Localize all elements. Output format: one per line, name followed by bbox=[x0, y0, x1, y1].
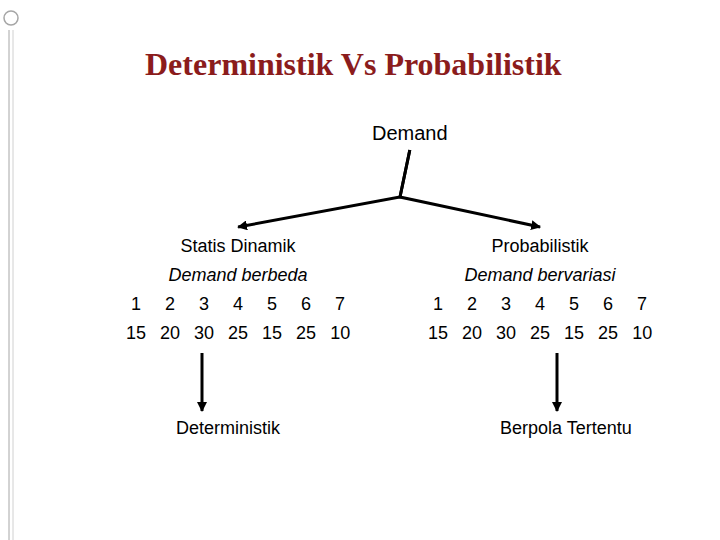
node-text: 1 2 3 4 5 6 7 bbox=[126, 290, 350, 319]
node-text: 15 20 30 25 15 25 10 bbox=[126, 319, 350, 348]
node-heading: Probabilistik bbox=[428, 232, 652, 261]
branch-node: Statis DinamikDemand berbeda1 2 3 4 5 6 … bbox=[120, 228, 356, 352]
root-node: Demand bbox=[366, 117, 454, 149]
node-heading: Deterministik bbox=[176, 416, 280, 440]
node-heading: Berpola Tertentu bbox=[500, 416, 632, 440]
branch-node: ProbabilistikDemand bervariasi1 2 3 4 5 … bbox=[422, 228, 658, 352]
arrow-connector bbox=[400, 150, 540, 227]
arrow-connector bbox=[201, 353, 204, 411]
node-heading: Demand bbox=[372, 121, 448, 145]
result-node: Berpola Tertentu bbox=[494, 412, 638, 444]
border-line bbox=[13, 30, 14, 540]
node-text: 1 2 3 4 5 6 7 bbox=[428, 290, 652, 319]
node-text: 15 20 30 25 15 25 10 bbox=[428, 319, 652, 348]
node-text: Demand bervariasi bbox=[428, 261, 652, 290]
node-heading: Statis Dinamik bbox=[126, 232, 350, 261]
result-node: Deterministik bbox=[170, 412, 286, 444]
node-text: Demand berbeda bbox=[126, 261, 350, 290]
border-circle bbox=[4, 11, 18, 25]
arrow-connector bbox=[556, 353, 559, 411]
arrow-connector bbox=[238, 150, 410, 227]
border-line bbox=[9, 30, 10, 540]
slide-title: Deterministik Vs Probabilistik bbox=[145, 46, 562, 83]
